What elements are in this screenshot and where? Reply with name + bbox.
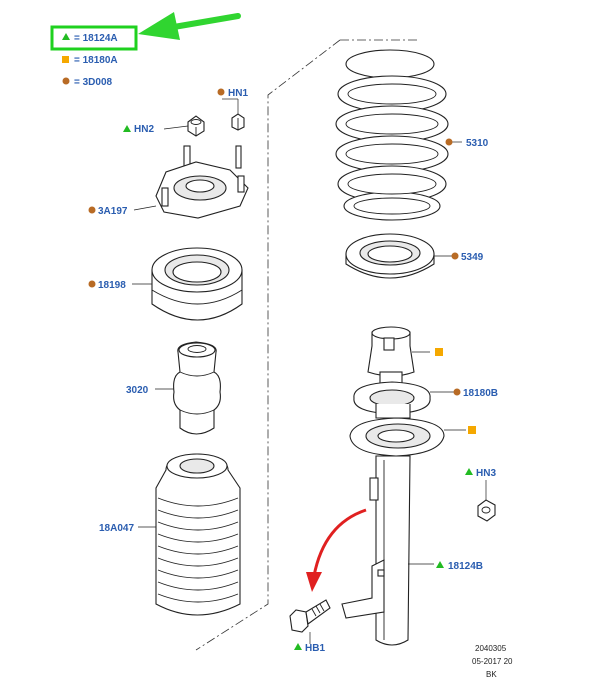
18198-circle-marker-icon — [88, 280, 96, 288]
label-5349: 5349 — [461, 252, 484, 263]
square-marker-icon — [62, 56, 69, 63]
legend: = 18124A = 18180A = 3D008 — [50, 25, 138, 88]
lower-square-marker-icon — [468, 426, 476, 434]
strut-upper-cap — [367, 326, 415, 389]
callout-markers — [88, 88, 476, 650]
5349-circle-marker-icon — [451, 252, 459, 260]
18180b-circle-marker-icon — [453, 388, 461, 396]
label-hn1: HN1 — [228, 88, 248, 99]
18124b-triangle-marker-icon — [436, 561, 444, 568]
legend-item-3d008: = 3D008 — [74, 77, 113, 88]
label-18a047: 18A047 — [99, 523, 134, 534]
circle-marker-icon — [62, 77, 70, 85]
footer-line-1: 2040305 — [475, 644, 507, 653]
coil-spring — [335, 49, 449, 221]
label-hn3: HN3 — [476, 468, 496, 479]
label-18124b: 18124B — [448, 561, 483, 572]
3a197-circle-marker-icon — [88, 206, 96, 214]
strut-bearing — [151, 247, 243, 321]
leader-lines — [132, 98, 487, 644]
strut-body — [341, 455, 411, 646]
dust-boot — [155, 453, 241, 616]
hn3-triangle-marker-icon — [465, 468, 473, 475]
triangle-marker-icon — [62, 33, 70, 40]
label-18180b: 18180B — [463, 388, 498, 399]
lower-spring-perch — [349, 417, 445, 457]
legend-item-18180a: = 18180A — [74, 55, 118, 66]
nut-hn3 — [477, 499, 496, 522]
label-5310: 5310 — [466, 138, 489, 149]
part-labels: HN1 HN2 3A197 18198 3020 18A047 5310 534… — [98, 88, 498, 654]
hn2-triangle-marker-icon — [123, 125, 131, 132]
strut-top-mount — [155, 145, 249, 219]
footer-line-3: BK — [486, 670, 497, 679]
hn1-circle-marker-icon — [217, 88, 225, 96]
bump-stop — [173, 341, 221, 435]
bolt-hb1 — [289, 599, 331, 633]
nut-hn2 — [187, 115, 205, 137]
label-3a197: 3A197 — [98, 206, 128, 217]
diagram-footer: 2040305 05-2017 20 BK — [472, 644, 513, 679]
legend-highlight-box — [50, 25, 138, 51]
boot-bellows — [157, 497, 239, 603]
upper-square-marker-icon — [435, 348, 443, 356]
assembly-guide-lines — [195, 39, 420, 651]
red-direction-arrow-icon — [306, 508, 367, 592]
green-pointer-arrow-icon — [138, 12, 241, 40]
label-18198: 18198 — [98, 280, 126, 291]
hb1-triangle-marker-icon — [294, 643, 302, 650]
label-hb1: HB1 — [305, 643, 325, 654]
spring-perch-18180b — [353, 381, 431, 419]
legend-item-18124a: = 18124A — [74, 33, 118, 44]
spring-seat — [345, 233, 435, 279]
5310-circle-marker-icon — [445, 138, 453, 146]
label-3020: 3020 — [126, 385, 149, 396]
nut-hn1 — [231, 113, 245, 131]
footer-line-2: 05-2017 20 — [472, 657, 513, 666]
label-hn2: HN2 — [134, 124, 154, 135]
